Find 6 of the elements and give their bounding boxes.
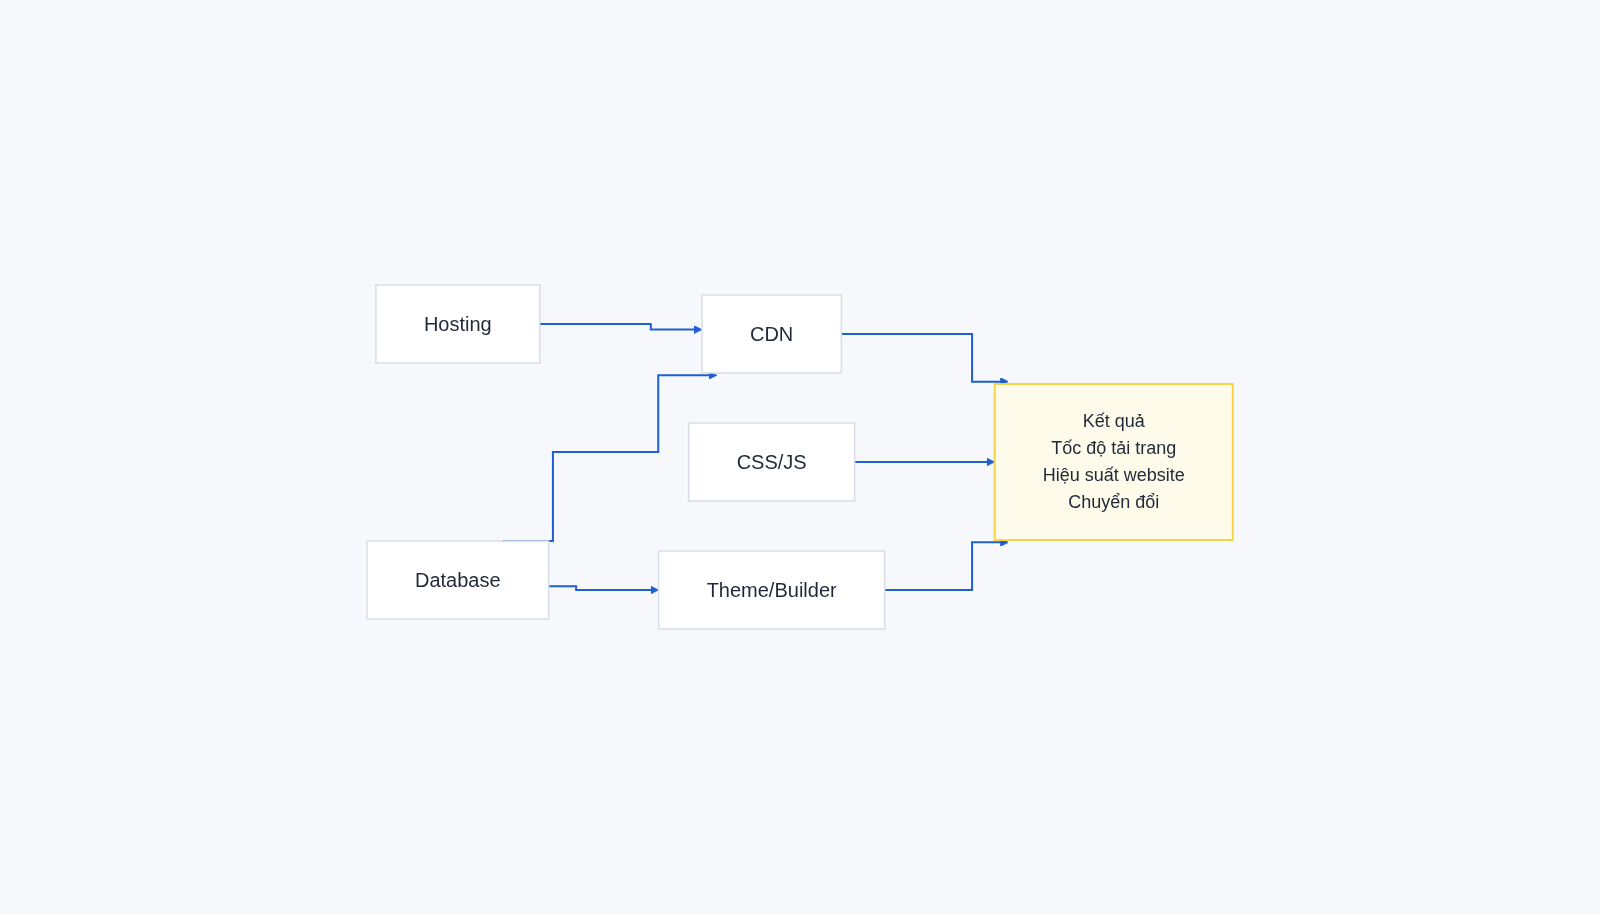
node-box: Theme/Builder	[658, 550, 886, 630]
node-box: Hosting	[375, 284, 541, 364]
node-box: CDN	[701, 294, 843, 374]
node-box: Database	[366, 540, 550, 620]
node-box: CSS/JS	[688, 422, 856, 502]
node-box: Kết quả Tốc độ tải trang Hiệu suất website Chuyển đổi	[993, 383, 1234, 541]
